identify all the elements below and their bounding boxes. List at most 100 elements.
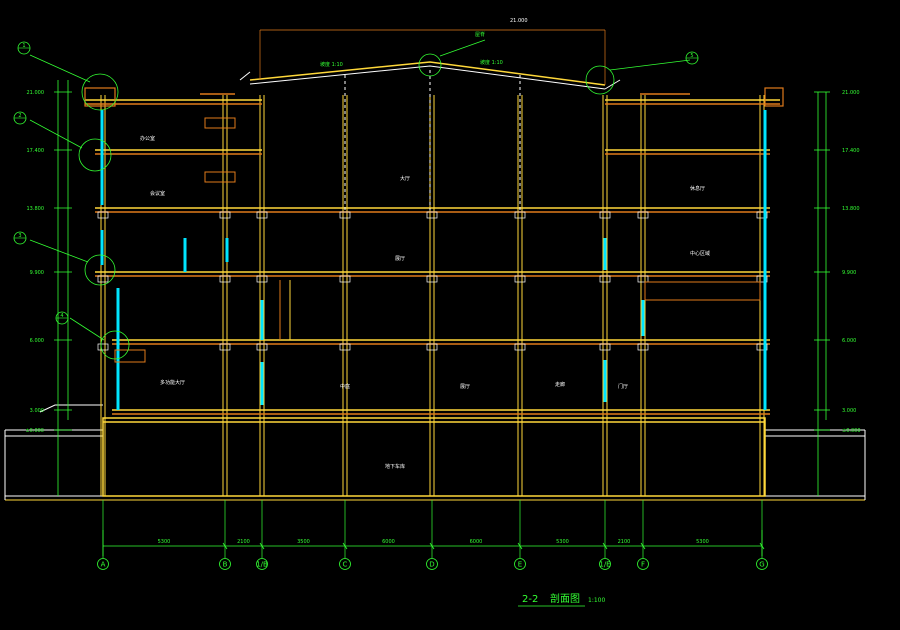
axis-bubble-B [219, 558, 231, 570]
beam-drop [97, 275, 109, 283]
beam-drop [756, 343, 768, 351]
room-label-r3: 展厅 [460, 384, 470, 390]
span-dimension: 6000 [470, 539, 483, 545]
level-text-right: 6.000 [842, 338, 856, 344]
span-dimension: 2100 [618, 539, 631, 545]
axis-bubble-F [637, 558, 649, 570]
dim-tick [640, 542, 646, 550]
beam-drop [756, 211, 768, 219]
beam-drop [599, 343, 611, 351]
span-dimension: 5300 [696, 539, 709, 545]
room-label-r4: 走廊 [555, 381, 565, 388]
axis-label-A: A [101, 561, 106, 569]
span-dimension: 5300 [158, 539, 171, 545]
room-label-r9: 休息厅 [690, 185, 705, 192]
beam-drop [339, 211, 351, 219]
floor-slabs-group [85, 99, 780, 415]
axis-dimension-chain [102, 530, 763, 556]
beam-drop [514, 211, 526, 219]
span-dimension: 6000 [382, 539, 395, 545]
title-scale: 1:100 [588, 597, 605, 604]
detail-marker-number: 1 [22, 43, 25, 49]
room-label-r12: 大厅 [400, 175, 410, 182]
span-dimension: 3500 [297, 539, 310, 545]
level-text-left: 6.000 [30, 338, 44, 344]
beam-drop [426, 211, 438, 219]
interior-walls [114, 70, 761, 363]
room-label-r2: 中庭 [340, 383, 350, 390]
dim-tick [259, 542, 265, 550]
detail-marker-number: 5 [690, 53, 693, 59]
beam-drop [426, 275, 438, 283]
level-chains [57, 80, 827, 496]
span-dimension: 5300 [556, 539, 569, 545]
roof-slope-right: 坡度 1:10 [480, 59, 503, 66]
room-label-r6: 地下车库 [385, 463, 405, 470]
beam-drop [756, 275, 768, 283]
level-text-right: 17.400 [842, 148, 860, 154]
dim-tick [517, 542, 523, 550]
beam-drop [426, 343, 438, 351]
axis-label-G: G [759, 561, 764, 569]
beam-drop [514, 343, 526, 351]
room-label-r8: 会议室 [150, 190, 165, 197]
dim-tick [759, 542, 765, 550]
level-text-right: 13.800 [842, 206, 860, 212]
axis-label-B1: 1/B [256, 561, 268, 569]
dim-tick [222, 542, 228, 550]
beam-drop [637, 343, 649, 351]
roof [84, 29, 784, 107]
beam-drop [599, 275, 611, 283]
axis-label-E1: 1/E [599, 561, 610, 569]
beam-drop [219, 275, 231, 283]
room-label-r1: 多功能大厅 [160, 379, 185, 386]
room-labels-group: 多功能大厅中庭展厅走廊门厅地下车库办公室会议室休息厅展厅中心区域大厅 [140, 135, 710, 470]
beam-drop [256, 275, 268, 283]
columns-group [100, 95, 765, 496]
level-text-left: 13.800 [27, 206, 45, 212]
dim-tick [602, 542, 608, 550]
beam-drop [219, 211, 231, 219]
beam-drop [97, 343, 109, 351]
roof-top-level: 21.000 [510, 18, 528, 24]
level-text-right: 21.000 [842, 90, 860, 96]
level-text-left: 9.900 [30, 270, 44, 276]
span-dimension: 2100 [237, 539, 250, 545]
beam-drop [599, 211, 611, 219]
axis-bubble-E1 [599, 558, 611, 570]
axis-bubble-A [97, 558, 109, 570]
title-code: 2-2 [522, 594, 538, 605]
beam-drop [219, 343, 231, 351]
axis-bubble-B1 [256, 558, 268, 570]
axis-label-D: D [429, 561, 434, 569]
drawing-title: 2-2 剖面图 1:100 [518, 592, 605, 607]
detail-marker-number: 2 [18, 113, 21, 119]
dim-tick [342, 542, 348, 550]
room-label-r11: 中心区域 [690, 250, 710, 257]
beam-drop [256, 343, 268, 351]
beam-drop [256, 211, 268, 219]
level-ticks-group: 21.000 17.400 13.800 9.900 6.000 3.000 ±0.000 2… [25, 90, 860, 434]
title-name: 剖面图 [550, 592, 580, 605]
detail-circles [29, 39, 691, 360]
beam-drop [97, 211, 109, 219]
beam-drop [637, 211, 649, 219]
detail-marker-number: 3 [18, 233, 21, 239]
level-text-right: 9.900 [842, 270, 856, 276]
axis-label-C: C [343, 561, 348, 569]
level-text-left: 17.400 [27, 148, 45, 154]
roof-ridge-label: 屋脊 [475, 31, 485, 38]
room-label-r5: 门厅 [618, 383, 628, 390]
room-label-r10: 展厅 [395, 256, 405, 262]
axis-bubble-D [426, 558, 438, 570]
ground-lines [4, 404, 866, 501]
beam-drop [637, 275, 649, 283]
axis-bubble-G [756, 558, 768, 570]
roof-slope-left: 坡度 1:10 [320, 61, 343, 68]
axis-bubble-C [339, 558, 351, 570]
level-text-left: 21.000 [27, 90, 45, 96]
level-text-right: 3.000 [842, 408, 856, 414]
level-text-left: ±0.000 [25, 428, 44, 434]
